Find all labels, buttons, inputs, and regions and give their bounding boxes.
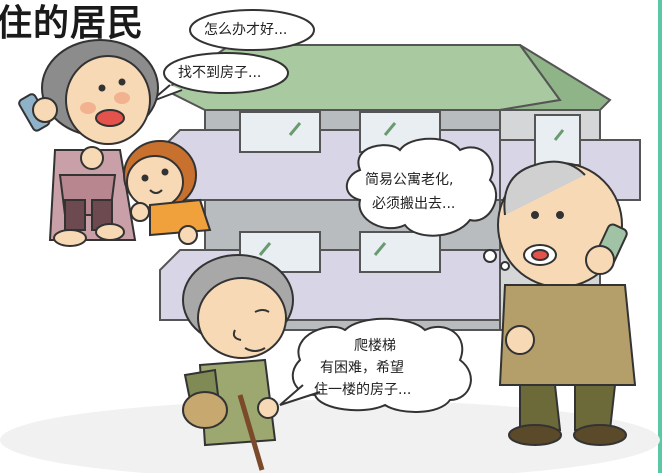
bubble-text-man-line1: 简易公寓老化, bbox=[365, 172, 454, 188]
elderly-man-figure bbox=[497, 160, 637, 446]
bubble-text-woman-1: 怎么办才好... bbox=[204, 22, 288, 38]
bubble-text-woman-2: 找不到房子... bbox=[178, 65, 262, 81]
bubble-text-elder-line3: 住一楼的房子... bbox=[314, 382, 412, 398]
bubble-text-elder-line2: 有困难，希望 bbox=[320, 360, 404, 376]
bubble-man bbox=[345, 137, 510, 271]
elderly-woman-figure bbox=[182, 254, 294, 471]
bubble-elder bbox=[279, 317, 472, 413]
bubble-text-man-line2: 必须搬出去... bbox=[372, 196, 456, 212]
edge-stripe bbox=[658, 0, 662, 473]
ground-shadow bbox=[0, 400, 660, 473]
child-figure bbox=[123, 140, 212, 245]
page-title: 住的居民 bbox=[0, 3, 145, 44]
woman-figure bbox=[18, 39, 159, 247]
bubble-woman-1 bbox=[189, 9, 315, 51]
bubble-text-elder-line1: 爬楼梯 bbox=[354, 338, 396, 354]
